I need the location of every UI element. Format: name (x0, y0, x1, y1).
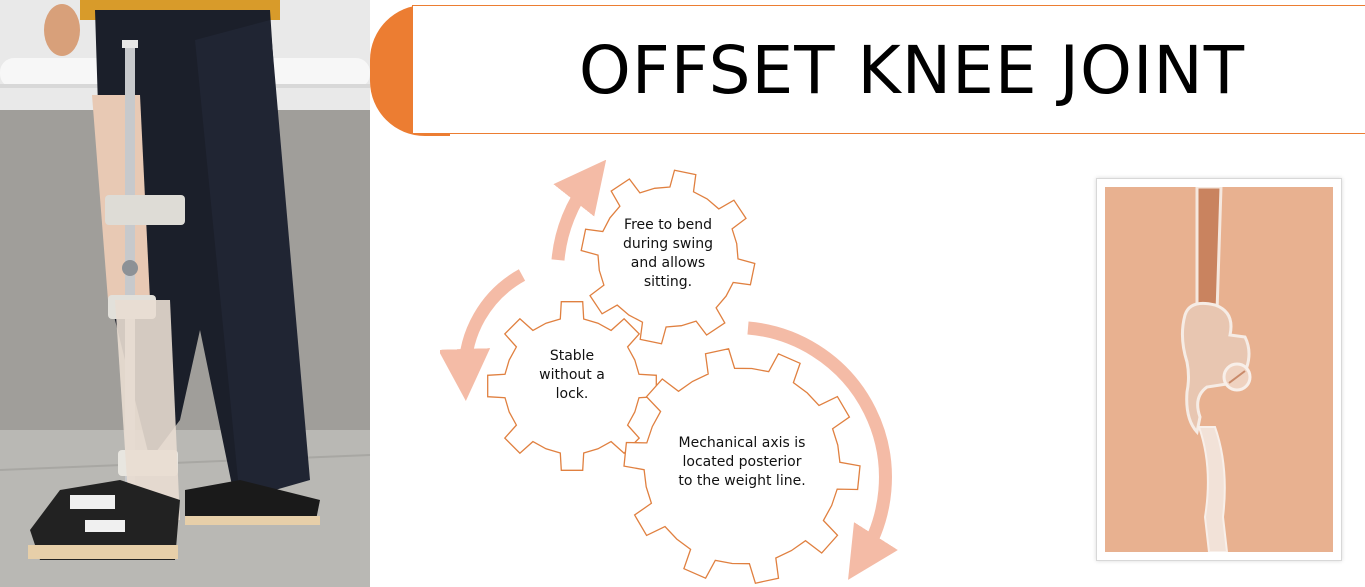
cycle-arrow-left (438, 269, 526, 401)
gear-label-left: Stable without a lock. (539, 348, 605, 402)
gear-bottom (623, 348, 861, 584)
gear-label-bottom: Mechanical axis is located posterior to … (678, 435, 806, 489)
title-box (412, 5, 1365, 134)
gear-left (487, 301, 657, 471)
gear-diagram-graphic (438, 159, 898, 584)
page-title: OFFSET KNEE JOINT (578, 32, 1246, 109)
gear-diagram: Free to bend during swing and allows sit… (438, 159, 940, 587)
cycle-arrow-right (747, 321, 898, 580)
gear-label-top: Free to bend during swing and allows sit… (622, 217, 713, 290)
offset-joint-illustration (1096, 178, 1342, 561)
gear-top (580, 169, 756, 345)
cycle-arrow-top (551, 159, 607, 261)
orthosis-photo (0, 0, 370, 587)
